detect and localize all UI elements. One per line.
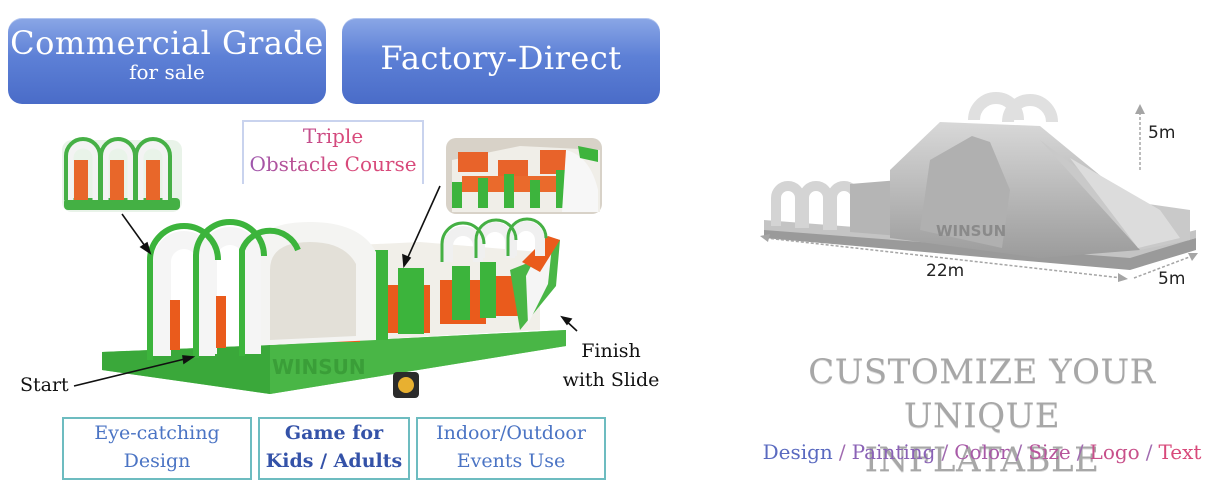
winsun-logo-left: WINSUN bbox=[272, 355, 366, 379]
inset-arches-photo bbox=[62, 137, 182, 212]
customize-line2: INFLATABLE bbox=[864, 440, 1100, 480]
winsun-logo-right: WINSUN bbox=[936, 222, 1006, 240]
obstacle-title-box: Triple Obstacle Course bbox=[242, 120, 424, 184]
feature-indoor-outdoor: Indoor/Outdoor Events Use bbox=[416, 417, 606, 480]
factory-direct-title: Factory-Direct bbox=[380, 39, 622, 77]
feature-line: Eye-catching bbox=[94, 422, 220, 444]
title-triple: Triple bbox=[244, 122, 422, 150]
width-dimension: 5m bbox=[1158, 269, 1185, 289]
inset-interior-photo bbox=[446, 138, 602, 214]
feature-line: Design bbox=[123, 450, 191, 472]
for-sale-subtitle: for sale bbox=[129, 60, 205, 84]
finish-label: Finish with Slide bbox=[556, 337, 666, 395]
option-separator: / bbox=[941, 440, 949, 464]
customize-heading: CUSTOMIZE YOUR UNIQUE INFLATABLE bbox=[740, 350, 1214, 482]
start-label: Start bbox=[20, 374, 69, 396]
dimension-diagram: WINSUN 5m 22m 5m bbox=[760, 92, 1198, 289]
factory-direct-banner: Factory-Direct bbox=[342, 18, 660, 104]
feature-line: Indoor/Outdoor bbox=[436, 422, 586, 444]
finish-line1: Finish bbox=[581, 340, 641, 362]
height-dimension: 5m bbox=[1148, 123, 1175, 143]
obstacle-course-illustration: WINSUN bbox=[62, 137, 602, 398]
customize-options: Design/Painting/Color/Size/Logo/Text bbox=[740, 440, 1214, 464]
feature-eye-catching: Eye-catching Design bbox=[62, 417, 252, 480]
option-separator: / bbox=[1076, 440, 1084, 464]
option-separator: / bbox=[1015, 440, 1023, 464]
main-inflatable: WINSUN bbox=[102, 217, 566, 398]
option-design: Design bbox=[762, 440, 833, 464]
finish-line2: with Slide bbox=[562, 369, 660, 391]
feature-line: Events Use bbox=[456, 450, 566, 472]
commercial-grade-title: Commercial Grade bbox=[10, 24, 324, 62]
option-separator: / bbox=[838, 440, 846, 464]
option-size: Size bbox=[1028, 440, 1071, 464]
feature-line: Kids / Adults bbox=[265, 450, 403, 472]
feature-line: Game for bbox=[284, 422, 384, 444]
annotation-arrows bbox=[73, 185, 578, 387]
commercial-grade-banner: Commercial Grade for sale bbox=[8, 18, 326, 104]
customize-line1: CUSTOMIZE YOUR UNIQUE bbox=[808, 352, 1156, 436]
title-obstacle-course: Obstacle Course bbox=[244, 150, 422, 178]
option-separator: / bbox=[1145, 440, 1153, 464]
option-logo: Logo bbox=[1089, 440, 1140, 464]
feature-game-for-kids-adults: Game for Kids / Adults bbox=[258, 417, 410, 480]
option-painting: Painting bbox=[851, 440, 936, 464]
length-dimension: 22m bbox=[926, 261, 964, 281]
option-color: Color bbox=[954, 440, 1010, 464]
option-text: Text bbox=[1158, 440, 1202, 464]
